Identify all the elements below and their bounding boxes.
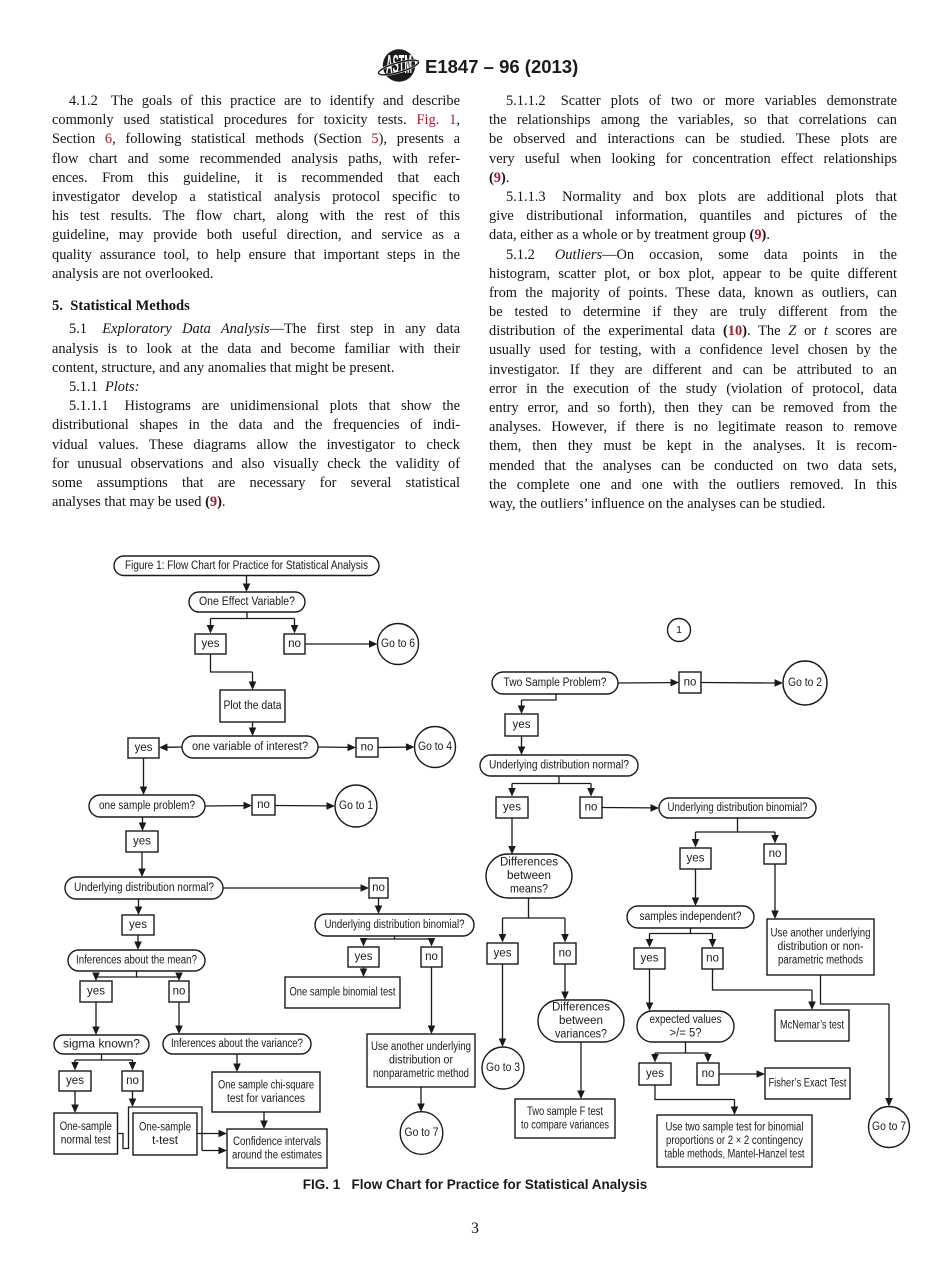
svg-text:Inferences about the variance?: Inferences about the variance? <box>171 1038 303 1050</box>
svg-text:Fisher’s Exact Test: Fisher’s Exact Test <box>769 1078 848 1090</box>
svg-text:Use two sample test for binomi: Use two sample test for binomialproporti… <box>665 1122 806 1161</box>
svg-text:no: no <box>769 848 782 860</box>
svg-text:yes: yes <box>687 853 705 865</box>
svg-text:yes: yes <box>494 948 512 960</box>
svg-text:Figure 1: Flow Chart for Pract: Figure 1: Flow Chart for Practice for St… <box>125 560 368 572</box>
svg-text:samples independent?: samples independent? <box>640 911 742 923</box>
svg-text:no: no <box>702 1068 715 1080</box>
svg-text:no: no <box>706 953 719 965</box>
svg-text:no: no <box>288 638 301 650</box>
svg-text:yes: yes <box>66 1075 84 1087</box>
svg-text:yes: yes <box>641 953 659 965</box>
svg-text:Go to 1: Go to 1 <box>339 800 373 812</box>
svg-text:one sample problem?: one sample problem? <box>99 800 195 812</box>
svg-text:Go to 7: Go to 7 <box>872 1121 906 1133</box>
svg-text:yes: yes <box>135 742 153 754</box>
svg-text:Underlying distribution binomi: Underlying distribution binomial? <box>325 919 465 931</box>
svg-text:One sample binomial test: One sample binomial test <box>290 987 397 999</box>
svg-text:no: no <box>684 677 697 689</box>
svg-text:Underlying distribution normal: Underlying distribution normal? <box>489 760 629 772</box>
svg-text:yes: yes <box>355 951 373 963</box>
svg-text:no: no <box>126 1075 139 1087</box>
svg-text:Go to 4: Go to 4 <box>418 741 453 753</box>
svg-text:Plot the data: Plot the data <box>224 700 283 712</box>
svg-text:sigma known?: sigma known? <box>63 1039 140 1051</box>
svg-text:Go to 3: Go to 3 <box>486 1062 520 1074</box>
svg-text:McNemar’s test: McNemar’s test <box>780 1020 845 1032</box>
svg-text:yes: yes <box>513 719 531 731</box>
svg-text:Two Sample Problem?: Two Sample Problem? <box>504 677 607 689</box>
svg-text:no: no <box>257 799 270 811</box>
svg-text:yes: yes <box>503 802 521 814</box>
svg-text:yes: yes <box>202 638 220 650</box>
svg-text:Inferences about the mean?: Inferences about the mean? <box>76 955 197 967</box>
svg-text:yes: yes <box>87 986 105 998</box>
svg-text:Underlying distribution normal: Underlying distribution normal? <box>74 882 214 894</box>
svg-text:yes: yes <box>646 1068 664 1080</box>
svg-text:no: no <box>585 802 598 814</box>
svg-text:1: 1 <box>676 624 682 636</box>
svg-text:no: no <box>173 986 186 998</box>
svg-text:expected values>/= 5?: expected values>/= 5? <box>650 1014 722 1040</box>
svg-text:Go to 2: Go to 2 <box>788 677 822 689</box>
svg-text:yes: yes <box>133 836 151 848</box>
svg-text:Go to 7: Go to 7 <box>405 1127 439 1139</box>
svg-text:no: no <box>372 882 385 894</box>
svg-text:one variable of interest?: one variable of interest? <box>192 741 308 753</box>
svg-text:yes: yes <box>129 919 147 931</box>
svg-text:no: no <box>559 948 572 960</box>
svg-text:Go to 6: Go to 6 <box>381 638 415 650</box>
svg-text:no: no <box>425 951 438 963</box>
svg-text:Underlying distribution binomi: Underlying distribution binomial? <box>668 802 808 814</box>
svg-text:no: no <box>361 742 374 754</box>
svg-text:One Effect Variable?: One Effect Variable? <box>199 596 295 608</box>
